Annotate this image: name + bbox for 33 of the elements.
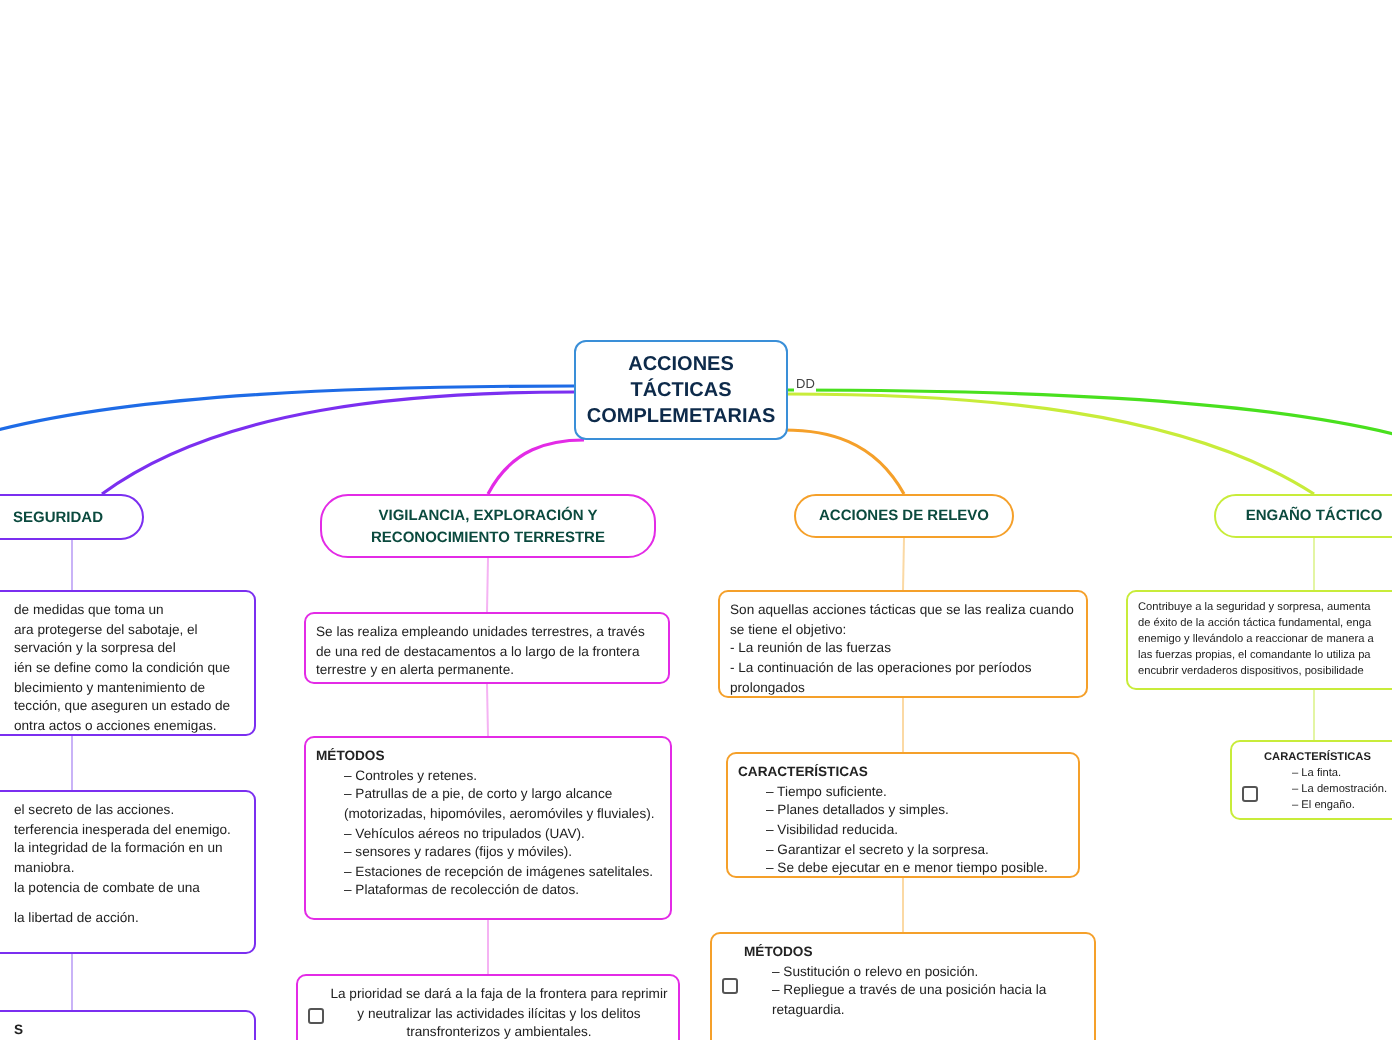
- list-card: [710, 932, 1096, 1040]
- text-card: [718, 590, 1088, 698]
- topic-box: [794, 494, 1014, 538]
- list-card: [304, 736, 672, 920]
- connector-line: [902, 877, 904, 933]
- connector-line: [788, 388, 1392, 438]
- topic-box: [320, 494, 656, 558]
- text-card: [296, 974, 680, 1040]
- connector-line: [486, 683, 489, 737]
- connector-line: [71, 735, 73, 791]
- text-card: [304, 612, 670, 684]
- topic-box: [0, 494, 144, 540]
- text-card: [1126, 590, 1392, 690]
- list-card: [726, 752, 1080, 878]
- connector-line: [486, 557, 489, 613]
- connector-line: [0, 384, 574, 434]
- connector-line: [71, 539, 73, 591]
- connector-line: [1313, 537, 1315, 591]
- connector-line: [71, 953, 73, 1011]
- connector-line: [486, 438, 585, 495]
- topic-title: ACCIONES TÁCTICAS COMPLEMETARIAS: [586, 351, 776, 429]
- connector-line: [902, 697, 904, 753]
- text-card: [0, 790, 256, 954]
- topic-box: [1214, 494, 1392, 538]
- connector-line: [788, 392, 1315, 496]
- connector-line: [783, 428, 906, 495]
- central-topic-box: [574, 340, 788, 440]
- connector-line: [902, 537, 905, 591]
- list-card: [1230, 740, 1392, 820]
- connector-line: [487, 919, 489, 975]
- connector-line: [101, 390, 574, 496]
- text-card: [0, 590, 256, 736]
- connector-line: [1313, 689, 1315, 741]
